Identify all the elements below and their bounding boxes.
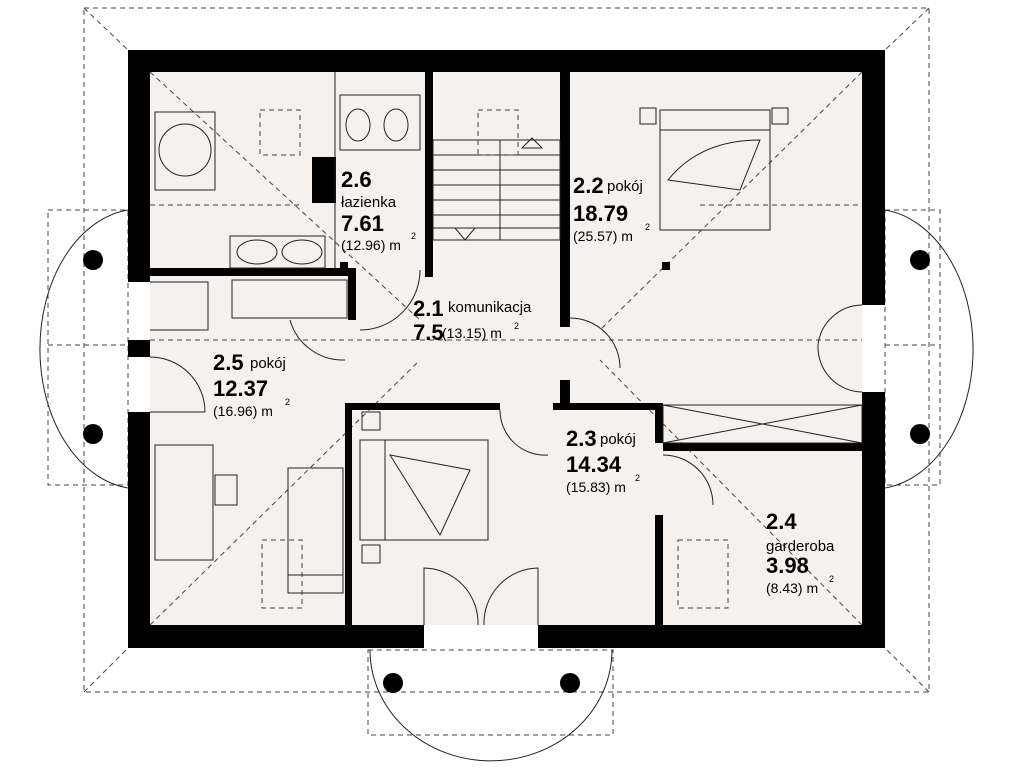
room-label-2-2: 2.2 pokój 18.79 (25.57) m 2 [573,173,650,244]
svg-text:pokój: pokój [250,355,286,372]
interior-floor [150,72,862,625]
svg-text:7.5: 7.5 [413,320,444,345]
svg-text:2.1: 2.1 [413,296,444,321]
svg-text:(16.96) m: (16.96) m [213,403,273,419]
svg-text:pokój: pokój [607,178,643,195]
svg-text:garderoba: garderoba [766,538,835,555]
doors [149,269,863,626]
svg-text:12.37: 12.37 [213,376,268,401]
svg-text:(25.57) m: (25.57) m [573,228,633,244]
column-marker [83,424,103,444]
svg-text:komunikacja: komunikacja [448,299,532,316]
column-marker [910,250,930,270]
furniture [154,107,863,609]
svg-text:(15.83) m: (15.83) m [566,479,626,495]
balconies [39,209,974,762]
svg-text:2: 2 [514,321,519,331]
svg-text:łazienka: łazienka [341,194,397,211]
svg-text:3.98: 3.98 [766,553,809,578]
svg-text:2: 2 [829,574,834,584]
svg-text:14.34: 14.34 [566,452,622,477]
svg-text:2.6: 2.6 [341,167,372,192]
svg-text:pokój: pokój [600,431,636,448]
outer-walls [128,50,885,648]
svg-text:2: 2 [645,222,650,232]
roof-outline [47,7,941,736]
svg-text:2.3: 2.3 [566,426,597,451]
svg-text:18.79: 18.79 [573,201,628,226]
column-marker [910,424,930,444]
svg-text:(8.43) m: (8.43) m [766,580,818,596]
svg-text:2: 2 [285,397,290,407]
svg-text:2: 2 [411,231,416,241]
svg-text:2.5: 2.5 [213,350,244,375]
room-label-2-3: 2.3 pokój 14.34 (15.83) m 2 [566,426,640,495]
interior-walls [150,72,862,625]
column-marker [560,673,580,693]
bathroom-fixtures [154,72,421,269]
room-label-2-5: 2.5 pokój 12.37 (16.96) m 2 [213,350,290,419]
svg-text:2: 2 [635,473,640,483]
column-marker [383,673,403,693]
room-label-2-4: 2.4 garderoba 3.98 (8.43) m 2 [766,509,835,596]
room-label-2-1: 2.1 komunikacja 7.5 (13.15) m 2 [413,296,532,345]
stairs [432,109,561,241]
svg-text:(13.15) m: (13.15) m [442,325,502,341]
svg-text:2.4: 2.4 [766,509,797,534]
svg-text:7.61: 7.61 [341,211,384,236]
column-marker [83,250,103,270]
room-label-2-6: 2.6 łazienka 7.61 (12.96) m 2 [341,167,416,253]
svg-text:(12.96) m: (12.96) m [341,237,401,253]
svg-text:2.2: 2.2 [573,173,604,198]
